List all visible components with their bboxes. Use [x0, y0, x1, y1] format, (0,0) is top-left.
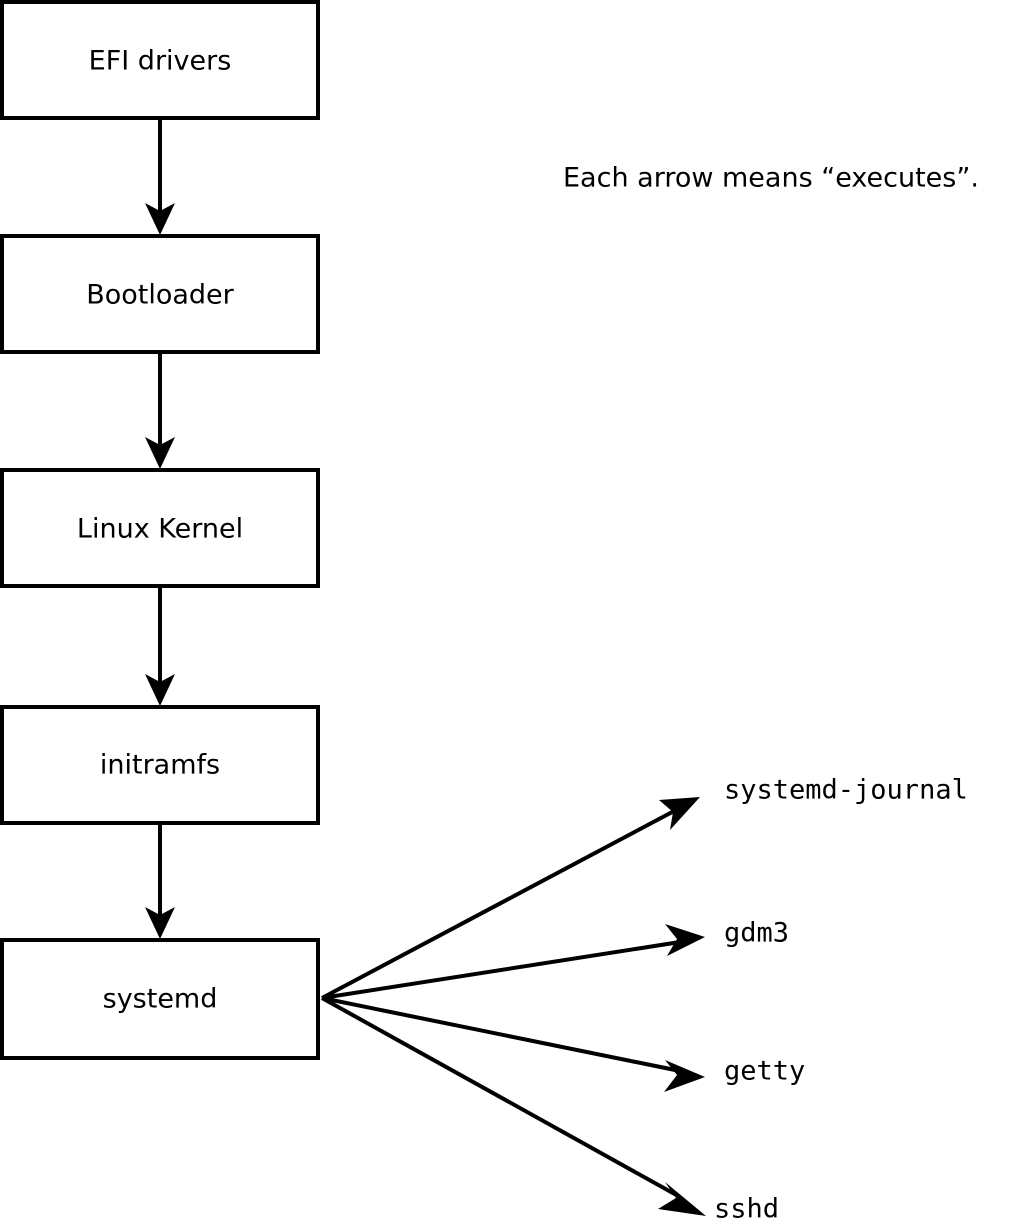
fanout-label-getty: getty [724, 1056, 805, 1087]
node-label: systemd [103, 984, 218, 1015]
arrow-head [658, 1182, 706, 1216]
node-label: EFI drivers [89, 46, 232, 77]
node-box [0, 705, 320, 825]
chain-node-linux-kernel[interactable]: Linux Kernel [0, 468, 320, 588]
arrow-head [664, 1060, 705, 1092]
arrow-shaft [321, 996, 681, 1199]
arrow-shaft [321, 808, 677, 1000]
chain-node-systemd[interactable]: systemd [0, 938, 320, 1060]
node-box [0, 0, 320, 120]
arrow-efi-drivers-to-bootloader [145, 118, 175, 235]
arrow-shaft [321, 940, 681, 1000]
node-label: Bootloader [86, 280, 234, 311]
fanout-label-systemd-journal: systemd-journal [724, 775, 968, 806]
node-box [0, 938, 320, 1060]
arrow-head [145, 674, 175, 706]
arrow-systemd-to-systemd-journal [321, 797, 700, 1000]
arrow-head [145, 203, 175, 235]
arrow-linux-kernel-to-initramfs [145, 588, 175, 706]
node-label: Linux Kernel [77, 514, 243, 545]
chain-node-efi-drivers[interactable]: EFI drivers [0, 0, 320, 120]
chain-node-bootloader[interactable]: Bootloader [0, 234, 320, 354]
node-box [0, 468, 320, 588]
arrow-head [665, 924, 705, 956]
arrow-head [145, 907, 175, 939]
arrow-shaft [321, 996, 681, 1073]
chain-node-initramfs[interactable]: initramfs [0, 705, 320, 825]
arrow-systemd-to-gdm3 [321, 924, 705, 1000]
arrow-systemd-to-getty [321, 996, 705, 1092]
fanout-label-sshd: sshd [714, 1194, 779, 1225]
node-box [0, 234, 320, 354]
arrow-bootloader-to-linux-kernel [145, 352, 175, 469]
arrow-initramfs-to-systemd [145, 823, 175, 939]
node-label: initramfs [100, 750, 220, 781]
arrow-systemd-to-sshd [321, 996, 706, 1216]
arrow-head [145, 437, 175, 469]
fanout-label-gdm3: gdm3 [724, 918, 789, 949]
legend-annotation: Each arrow means “executes”. [563, 163, 979, 194]
arrow-head [659, 797, 700, 830]
